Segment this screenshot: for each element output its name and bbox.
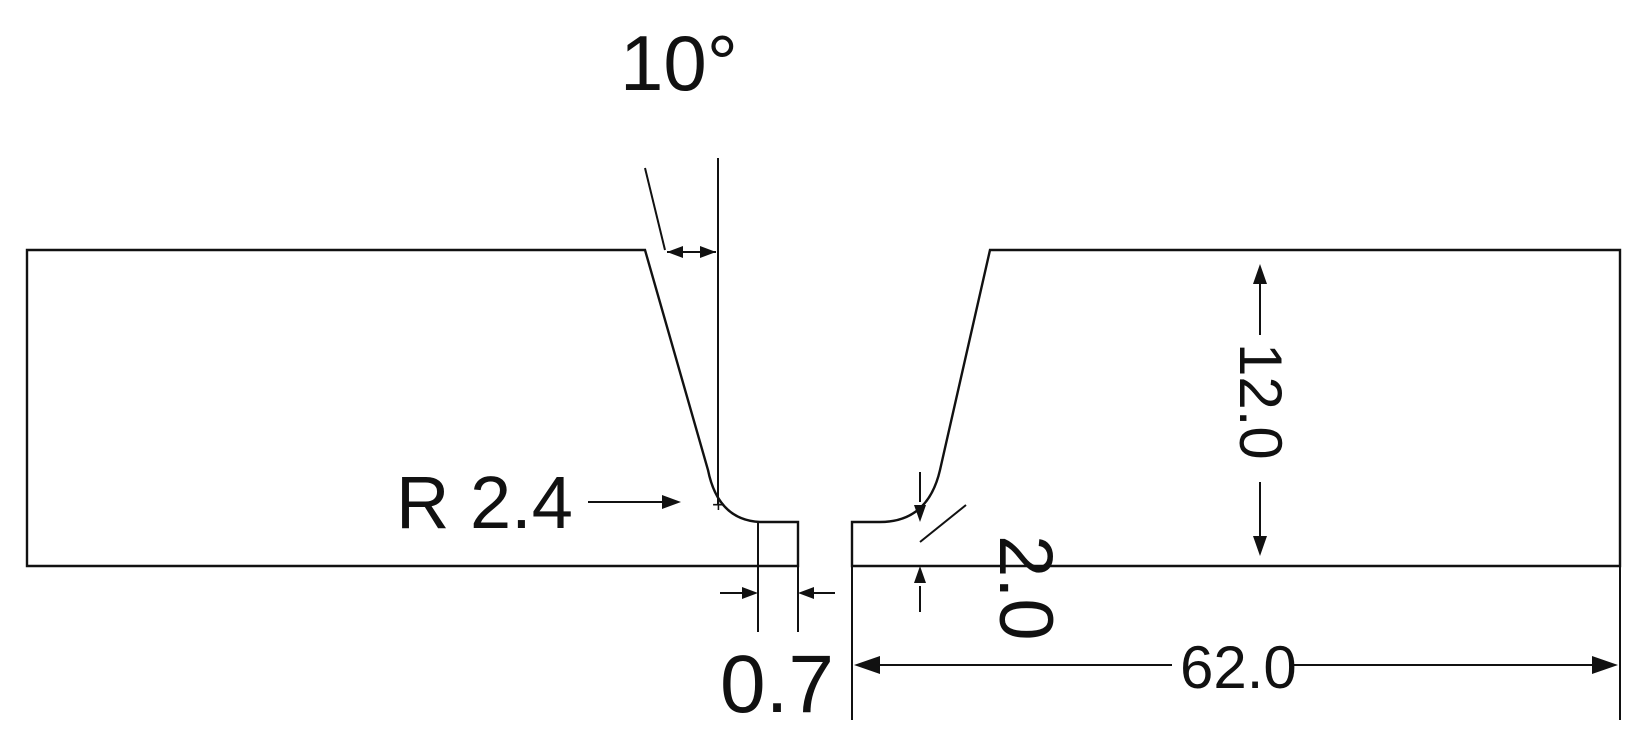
angle-bevel-extension: [644, 167, 666, 251]
radius-label: R 2.4: [396, 461, 573, 544]
radius-center-mark: +: [712, 492, 725, 517]
thickness-arrow-bottom: [1253, 536, 1267, 556]
width-label: 62.0: [1180, 634, 1297, 701]
gap-arrow-left: [742, 587, 758, 599]
gap-arrow-right: [798, 587, 814, 599]
radius-arrow: [662, 495, 681, 509]
width-arrow-left: [854, 656, 880, 674]
left-plate-outline: [25, 248, 800, 568]
angle-label: 10°: [620, 19, 738, 107]
gap-label: 0.7: [720, 639, 834, 730]
angle-arrow-left: [667, 246, 683, 258]
width-arrow-right: [1592, 656, 1618, 674]
angle-arrow-right: [700, 246, 716, 258]
rootface-label: 2.0: [983, 535, 1068, 641]
thickness-arrow-top: [1253, 264, 1267, 284]
rootface-arrow-bottom: [914, 566, 926, 583]
right-plate-outline: [850, 248, 1622, 568]
thickness-label: 12.0: [1227, 343, 1294, 460]
rootface-arrow-top: [914, 505, 926, 522]
rootface-leader-line: [919, 504, 967, 543]
